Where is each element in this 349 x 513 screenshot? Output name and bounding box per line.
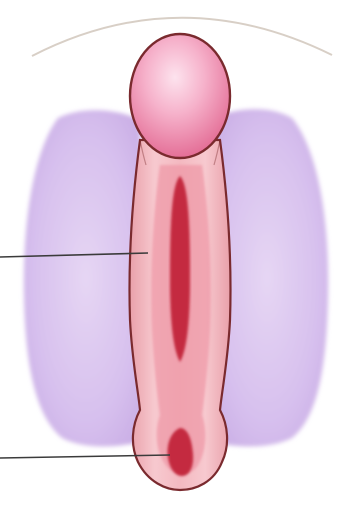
central-canal-upper — [170, 176, 190, 362]
brain-vesicle — [130, 34, 230, 158]
